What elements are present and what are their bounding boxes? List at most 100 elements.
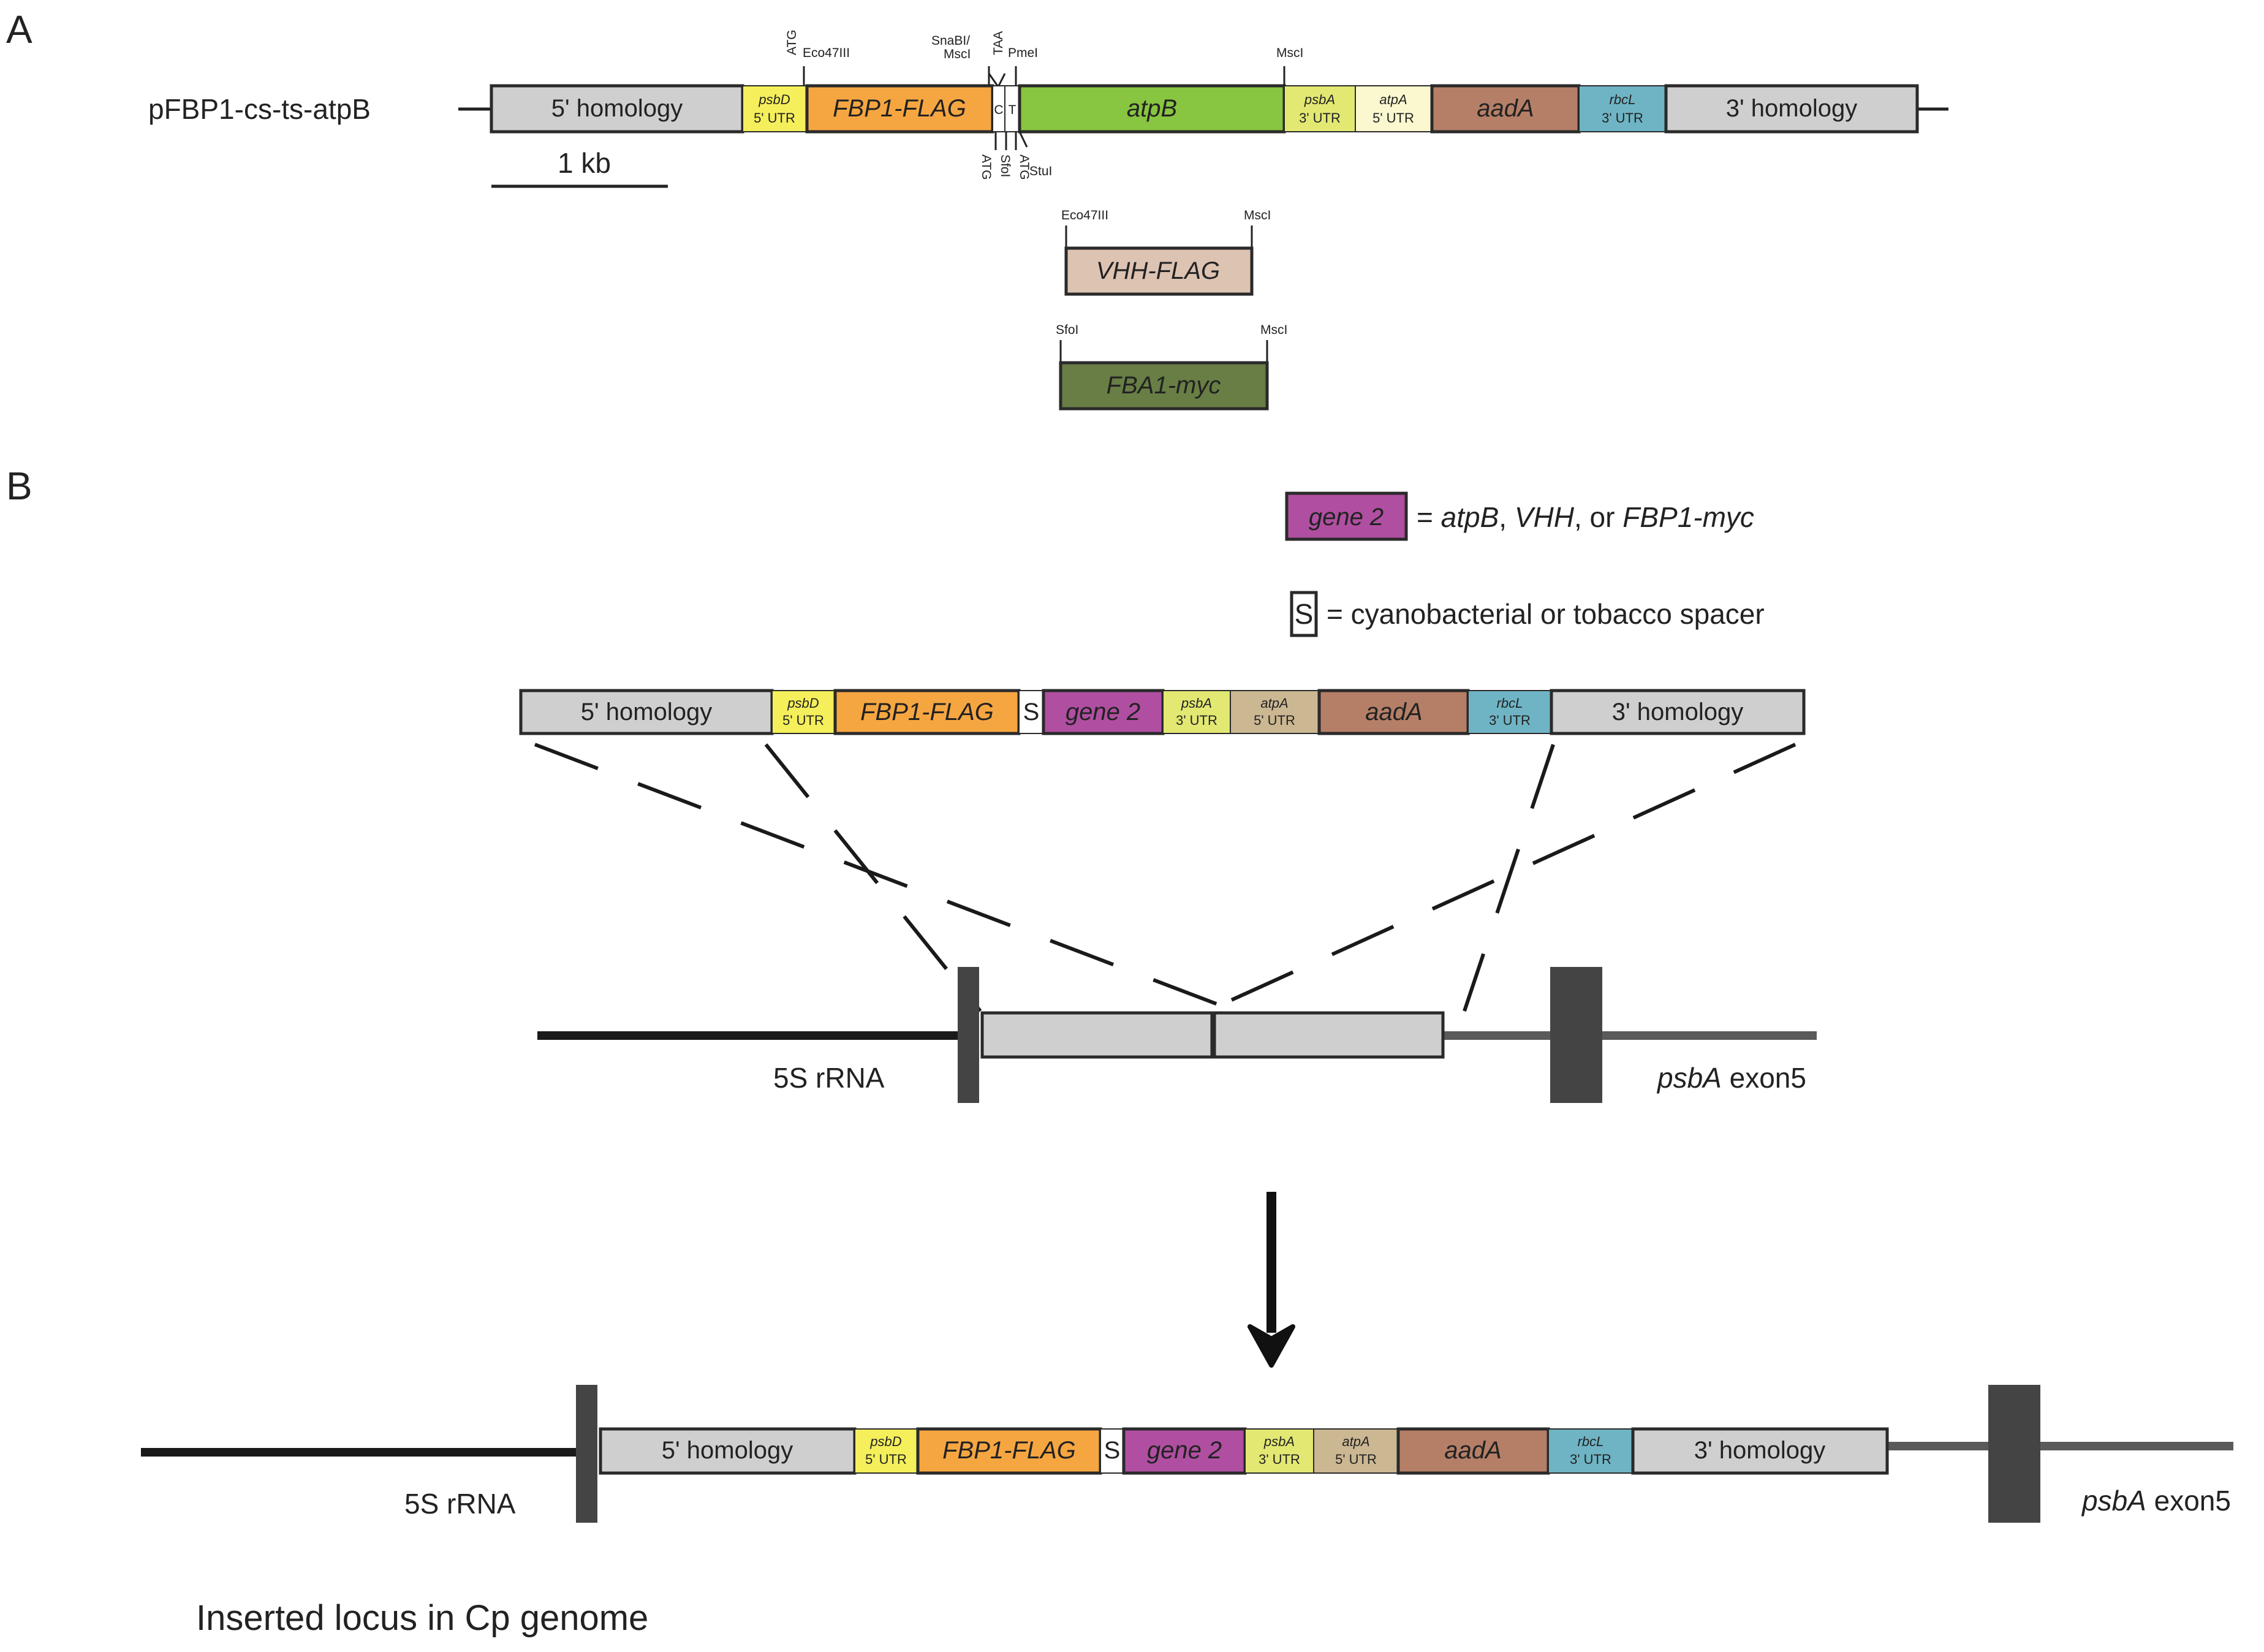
site-sfoi-bottom: SfoI — [998, 154, 1012, 177]
site-msci-top: MscI — [1276, 46, 1303, 60]
result-aada-label: aadA — [1444, 1437, 1501, 1464]
legend-fbp1-myc: FBP1-myc — [1622, 501, 1754, 533]
cassette-psbd-gene-label: psbD — [787, 695, 819, 711]
result-rbcl-gene-label: rbcL — [1578, 1434, 1604, 1449]
result-exon5-suffix: exon5 — [2146, 1485, 2231, 1517]
segment-5-homology-label: 5' homology — [551, 95, 683, 122]
target-locus: 5S rRNA psbA exon5 — [537, 967, 1817, 1103]
target-homology-right — [1213, 1011, 1445, 1059]
segment-psba-gene-label: psbA — [1304, 92, 1335, 107]
cassette-atpa-gene-label: atpA — [1260, 695, 1288, 711]
segment-fbp1-flag — [805, 84, 994, 134]
result-psba-exon5-label: psbA exon5 — [2081, 1485, 2231, 1517]
vhh-flag-insert: Eco47III MscI VHH-FLAG — [1061, 208, 1271, 296]
result-spacer-label: S — [1104, 1437, 1121, 1464]
result-5s-rrna-label: 5S rRNA — [404, 1488, 516, 1520]
legend-spacer-box — [1290, 591, 1318, 637]
result-3-homology — [1631, 1427, 1889, 1475]
vhh-site-left: Eco47III — [1061, 208, 1108, 222]
segment-c-label: C — [994, 103, 1003, 117]
dash-right-inner — [1463, 744, 1555, 1012]
result-3-homology-label: 3' homology — [1694, 1437, 1825, 1464]
result-psbd-utr — [854, 1428, 918, 1474]
cassette-rbcl-utr — [1467, 690, 1552, 734]
site-snabi-tick-2 — [988, 73, 999, 86]
segment-atpa-utr-label: 5' UTR — [1372, 110, 1414, 126]
target-psba-gene: psbA — [1656, 1062, 1722, 1094]
site-eco47iii-top: Eco47III — [803, 46, 850, 60]
cassette-rbcl-utr-label: 3' UTR — [1489, 713, 1531, 728]
site-stui-tick — [1018, 131, 1028, 148]
result-psba-utr-label: 3' UTR — [1259, 1452, 1300, 1467]
cassette-fbp1-flag-label: FBP1-FLAG — [860, 699, 994, 726]
construct-a: 5' homology psbD 5' UTR FBP1-FLAG C T at… — [490, 84, 1919, 134]
segment-t-label: T — [1009, 103, 1017, 117]
target-exon5-suffix: exon5 — [1722, 1062, 1806, 1094]
result-psba-utr — [1244, 1428, 1314, 1474]
sites-top — [803, 66, 1285, 86]
result-spacer — [1100, 1428, 1124, 1474]
target-5s-rrna-label: 5S rRNA — [773, 1062, 885, 1094]
segment-3-homology-label: 3' homology — [1726, 95, 1857, 122]
result-atpa-utr-label: 5' UTR — [1335, 1452, 1377, 1467]
result-rbcl-utr-label: 3' UTR — [1570, 1452, 1611, 1467]
segment-rbcl-utr — [1578, 85, 1667, 132]
cassette-3-homology — [1550, 689, 1806, 735]
result-psba-gene: psbA — [2081, 1485, 2146, 1517]
cassette-fbp1-flag — [833, 689, 1021, 735]
result-fbp1-flag-label: FBP1-FLAG — [942, 1437, 1076, 1464]
fba1-myc-insert: SfoI MscI FBA1-myc — [1056, 323, 1287, 411]
legend-spacer-box-label: S — [1295, 598, 1314, 630]
cassette-3-homology-label: 3' homology — [1612, 699, 1743, 726]
cassette-psba-utr-label: 3' UTR — [1176, 713, 1217, 728]
segment-atpa-utr — [1355, 85, 1433, 132]
vhh-site-right: MscI — [1244, 208, 1271, 222]
segment-atpb-label: atpB — [1127, 95, 1177, 122]
segment-atpa-gene-label: atpA — [1379, 92, 1407, 107]
site-atg1-bottom: ATG — [979, 154, 993, 180]
fba1-myc-label: FBA1-myc — [1107, 372, 1221, 399]
segment-rbcl-utr-label: 3' UTR — [1602, 110, 1643, 126]
dash-right-outer — [1206, 743, 1796, 1013]
legend-or: , or — [1574, 501, 1622, 533]
recombination-crossover-lines — [534, 743, 1796, 1013]
site-snabi-top: SnaBI/ — [931, 34, 970, 48]
cassette-spacer — [1018, 690, 1044, 734]
site-atg2-bottom: ATG — [1017, 154, 1031, 180]
legend-vhh: VHH — [1515, 501, 1575, 533]
site-pmei-top: PmeI — [1008, 46, 1038, 60]
legend-spacer-text: = cyanobacterial or tobacco spacer — [1327, 598, 1765, 630]
segment-rbcl-gene-label: rbcL — [1610, 92, 1636, 107]
segment-aada-label: aadA — [1477, 95, 1534, 122]
segment-3-homology — [1664, 84, 1919, 134]
result-gene2-label: gene 2 — [1147, 1437, 1222, 1464]
cassette-psbd-utr-label: 5' UTR — [782, 713, 824, 728]
segment-psbd-utr-label: 5' UTR — [754, 110, 795, 126]
result-rbcl-utr — [1548, 1428, 1634, 1474]
dash-left-inner — [764, 743, 982, 1012]
fba1-myc-box — [1059, 361, 1269, 411]
cassette-5-homology-label: 5' homology — [581, 699, 712, 726]
site-taa-tick — [998, 73, 1006, 86]
site-taa-top: TAA — [991, 31, 1005, 55]
footer-caption: Inserted locus in Cp genome — [196, 1598, 648, 1638]
legend-gene2-box — [1285, 491, 1408, 541]
cassette-5-homology — [519, 689, 774, 735]
result-aada — [1396, 1427, 1550, 1475]
result-locus: 5' homology psbD 5' UTR FBP1-FLAG S gene… — [141, 1385, 2233, 1523]
segment-fbp1-flag-label: FBP1-FLAG — [833, 95, 966, 122]
scale-bar-label: 1 kb — [558, 147, 611, 179]
cassette-rbcl-gene-label: rbcL — [1497, 695, 1523, 711]
site-stui-bottom: StuI — [1029, 164, 1052, 178]
target-psba-exon5-label: psbA exon5 — [1656, 1062, 1806, 1094]
segment-atpb — [1018, 84, 1286, 134]
segment-psba-utr-label: 3' UTR — [1299, 110, 1341, 126]
segment-psbd-gene-label: psbD — [758, 92, 790, 107]
cassette-b: 5' homology psbD 5' UTR FBP1-FLAG S gene… — [519, 689, 1806, 735]
result-5s-rrna-block — [576, 1385, 597, 1523]
cassette-spacer-label: S — [1023, 699, 1040, 726]
result-5-homology-label: 5' homology — [662, 1437, 793, 1464]
site-atg-top: ATG — [785, 29, 799, 55]
